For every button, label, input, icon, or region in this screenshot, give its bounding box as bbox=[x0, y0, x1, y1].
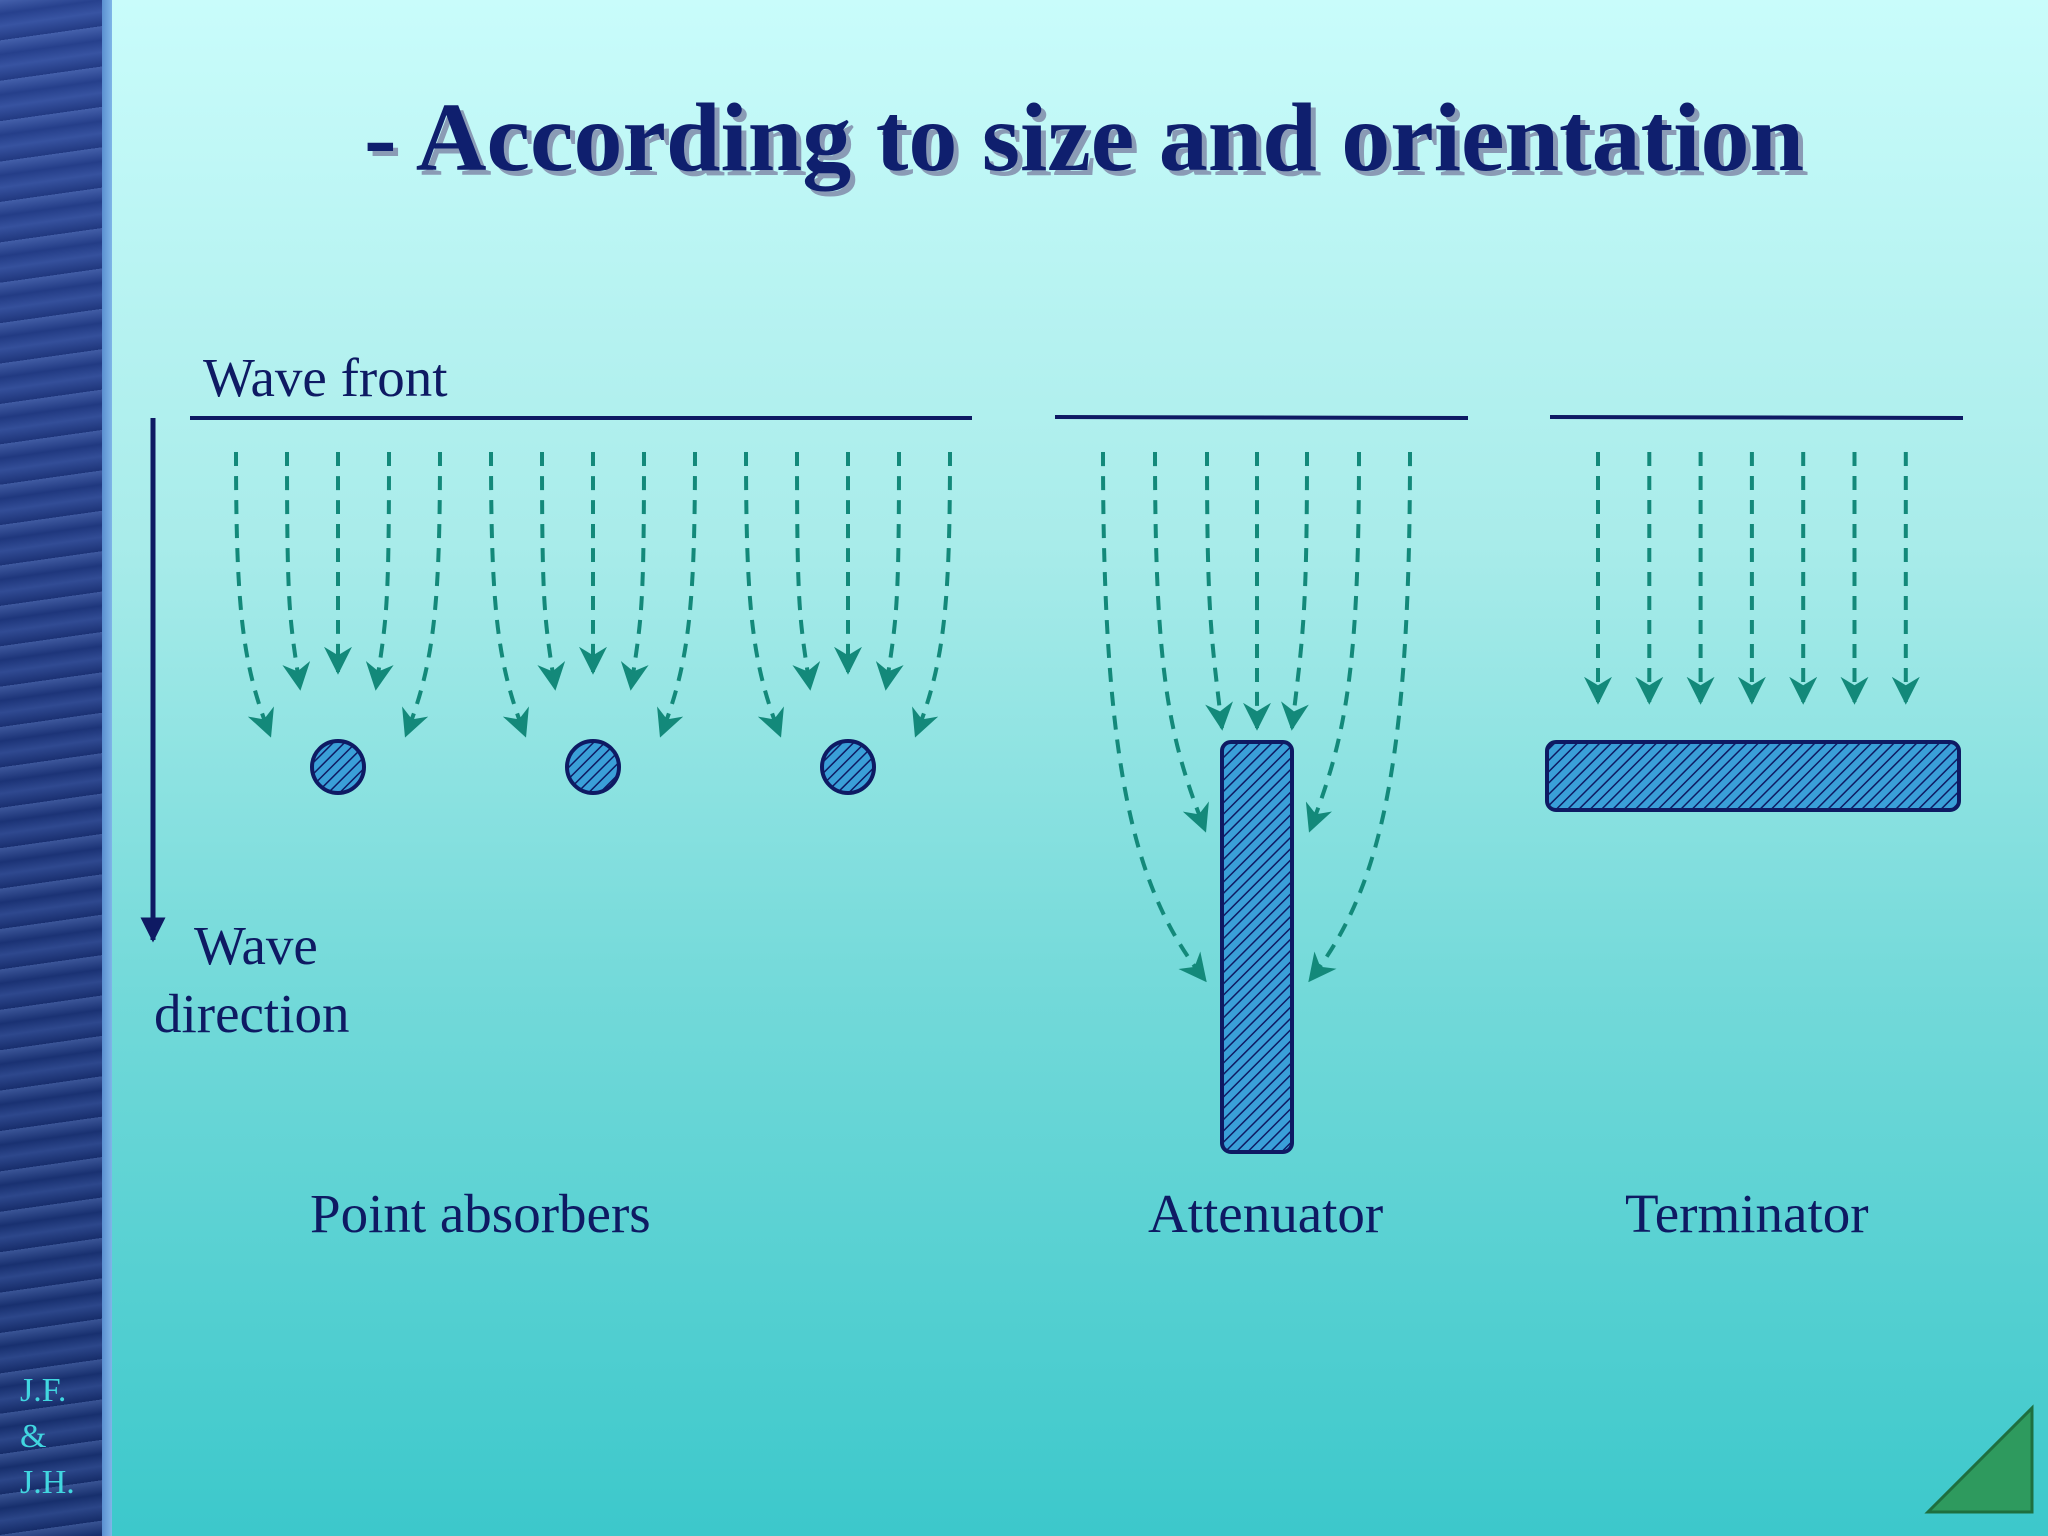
label-attenuator: Attenuator bbox=[1148, 1183, 1384, 1244]
attenuator-arrow bbox=[1205, 451, 1233, 731]
point-absorber-devices bbox=[310, 739, 876, 795]
attenuator-arrow bbox=[1101, 451, 1207, 983]
point-absorber-arrow bbox=[365, 451, 394, 691]
attenuator-arrows bbox=[1101, 451, 1412, 983]
attenuator-device bbox=[1220, 740, 1294, 1154]
point-absorber-arrow bbox=[744, 451, 784, 738]
point-absorber-arrow bbox=[875, 451, 904, 691]
point-absorber-arrow bbox=[537, 451, 566, 691]
attenuator-arrow bbox=[1308, 451, 1412, 983]
sidebar-ocean-strip bbox=[0, 0, 102, 1536]
footer-line-2: & bbox=[20, 1418, 47, 1455]
point-absorber-arrows bbox=[234, 451, 952, 738]
wave-direction-label-line1: Wave bbox=[194, 915, 318, 976]
point-absorber-arrow bbox=[657, 451, 697, 738]
label-point-absorbers: Point absorbers bbox=[310, 1183, 651, 1244]
terminator-arrows bbox=[1584, 452, 1920, 705]
point-absorber-arrow bbox=[792, 451, 821, 691]
footer-initials: J.F. & J.H. bbox=[20, 1368, 100, 1506]
point-absorber-device bbox=[310, 739, 366, 795]
attenuator-arrow bbox=[1153, 451, 1209, 833]
attenuator-arrow bbox=[1305, 451, 1361, 833]
point-absorber-arrow bbox=[282, 451, 311, 691]
attenuator-arrow bbox=[1281, 451, 1309, 731]
sidebar-edge bbox=[102, 0, 112, 1536]
point-absorber-arrow bbox=[620, 451, 649, 691]
point-absorber-arrow bbox=[489, 451, 529, 738]
point-absorber-arrow bbox=[912, 451, 952, 738]
point-absorber-arrow bbox=[402, 451, 442, 738]
footer-line-1: J.F. bbox=[20, 1372, 67, 1409]
wave-front-label: Wave front bbox=[203, 347, 448, 408]
wave-front-line-attenuator bbox=[1054, 415, 1469, 420]
point-absorber-device bbox=[565, 739, 621, 795]
wave-direction-label-line2: direction bbox=[154, 983, 350, 1044]
point-absorber-device bbox=[820, 739, 876, 795]
footer-line-3: J.H. bbox=[20, 1464, 75, 1501]
wave-front-line-terminator bbox=[1549, 415, 1964, 420]
terminator-device bbox=[1545, 740, 1961, 812]
point-absorber-arrow bbox=[234, 451, 274, 738]
label-terminator: Terminator bbox=[1625, 1183, 1869, 1244]
slide-title: - According to size and orientation bbox=[364, 84, 1804, 192]
